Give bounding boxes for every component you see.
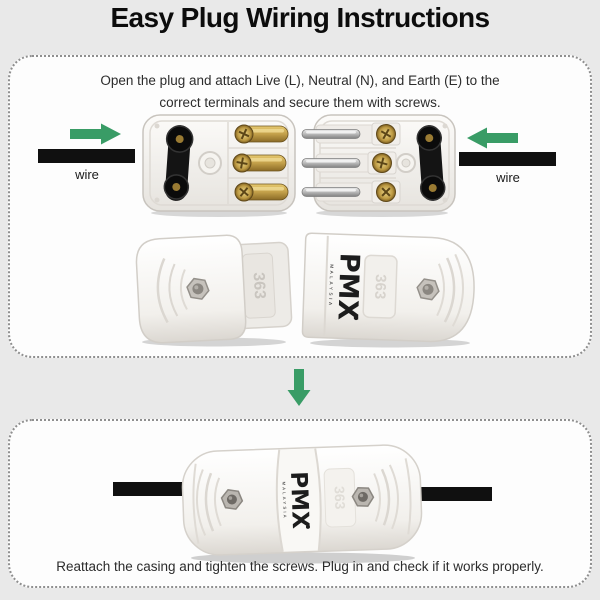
casing-left-illustration: 363 bbox=[135, 234, 293, 347]
pmx-logo-text: PMX bbox=[331, 252, 364, 321]
fuse-holder bbox=[416, 125, 446, 201]
step1-instruction: Open the plug and attach Live (L), Neutr… bbox=[10, 70, 590, 113]
center-post bbox=[198, 151, 222, 175]
wire-right-bar bbox=[459, 152, 556, 166]
step1-instruction-line1: Open the plug and attach Live (L), Neutr… bbox=[100, 73, 500, 88]
pmx-logo: PMX MALAYSIA bbox=[328, 252, 365, 321]
step1-panel: Open the plug and attach Live (L), Neutr… bbox=[8, 55, 592, 358]
open-plug-right-illustration bbox=[301, 114, 456, 217]
terminal-screw bbox=[371, 180, 401, 204]
arrow-right-icon bbox=[70, 123, 121, 145]
fuse-holder bbox=[163, 125, 194, 201]
step2-instruction: Reattach the casing and tighten the scre… bbox=[56, 559, 544, 574]
brass-terminal bbox=[232, 153, 287, 173]
brass-terminal bbox=[234, 124, 289, 144]
arrow-down-icon bbox=[287, 369, 311, 406]
assembled-plug-illustration: PMX MALAYSIA 363 bbox=[113, 444, 492, 564]
registered-mark bbox=[353, 315, 359, 321]
plug-pin bbox=[301, 153, 379, 173]
terminal-screw bbox=[371, 122, 401, 146]
pmx-logo-subtext: MALAYSIA bbox=[281, 481, 287, 519]
pmx-logo: PMX MALAYSIA bbox=[281, 471, 313, 530]
center-post bbox=[396, 153, 416, 173]
brass-terminal bbox=[234, 182, 289, 202]
registered-mark bbox=[305, 524, 310, 529]
hex-nut-icon bbox=[220, 489, 244, 510]
terminal-screw bbox=[367, 151, 397, 175]
pmx-logo-subtext: MALAYSIA bbox=[328, 264, 335, 308]
hex-nut-icon bbox=[416, 278, 440, 301]
arrow-down-shape bbox=[287, 369, 311, 406]
open-plug-left-illustration bbox=[142, 114, 296, 217]
wire-left-bar bbox=[38, 149, 135, 163]
model-number: 363 bbox=[332, 486, 349, 510]
arrow-right-shape bbox=[70, 123, 121, 145]
arrow-left-icon bbox=[467, 127, 518, 149]
shadow bbox=[191, 552, 415, 564]
wire-left-bar bbox=[113, 482, 193, 496]
step1-instruction-line2: correct terminals and secure them with s… bbox=[159, 94, 441, 110]
model-number: 363 bbox=[371, 274, 389, 300]
model-number: 363 bbox=[250, 272, 268, 300]
pmx-logo-text: PMX bbox=[285, 471, 313, 530]
step2-panel: PMX MALAYSIA 363 bbox=[8, 419, 592, 588]
wire-right-label: wire bbox=[496, 170, 520, 185]
plug-pin bbox=[301, 124, 379, 144]
plug-pin bbox=[301, 182, 379, 202]
hex-nut-icon bbox=[351, 486, 375, 507]
casing-right-illustration: PMX MALAYSIA 363 bbox=[301, 232, 475, 348]
page-title: Easy Plug Wiring Instructions bbox=[110, 2, 490, 33]
wire-right-bar bbox=[410, 487, 492, 501]
arrow-left-shape bbox=[467, 127, 518, 149]
hex-nut-icon bbox=[186, 277, 210, 300]
wire-left-label: wire bbox=[75, 167, 99, 182]
